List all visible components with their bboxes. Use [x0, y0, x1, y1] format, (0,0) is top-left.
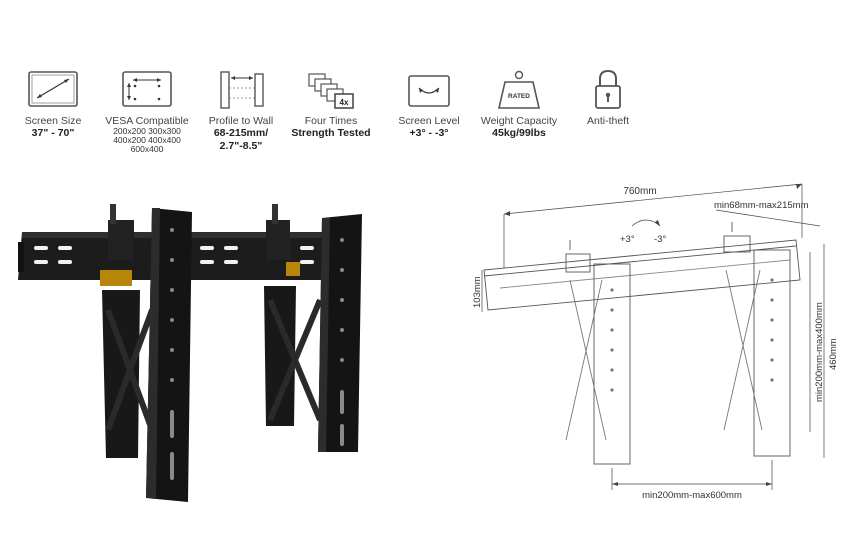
drawing-left-arm: [593, 263, 631, 465]
width-dimension: 760mm: [623, 186, 656, 197]
feature-value: 200x200 300x300: [113, 126, 181, 136]
depth-dimension: min68mm-max215mm: [714, 200, 809, 211]
feature-value: 68-215mm/: [213, 127, 269, 139]
weight-badge: RATED: [508, 93, 530, 100]
vertical-range-dimension: min200mm-max400mm: [814, 302, 825, 402]
profile-depth-icon: [220, 71, 264, 109]
tilt-plus-label: +3°: [620, 234, 635, 245]
feature-level: Screen Level +3° - -3°: [384, 68, 474, 140]
weight-icon: RATED: [497, 70, 541, 109]
feature-label: Weight Capacity: [480, 115, 558, 127]
feature-weight: RATED Weight Capacity 45kg/99lbs: [474, 68, 564, 140]
drawing-right-arm: [753, 249, 791, 457]
feature-antitheft: Anti-theft: [563, 68, 653, 127]
left-arm: [100, 204, 192, 502]
vesa-pattern-icon: [122, 71, 172, 107]
feature-value: +3° - -3°: [409, 127, 449, 139]
feature-strength: 4x Four Times Strength Tested: [286, 68, 376, 140]
padlock-icon: [595, 69, 621, 109]
feature-value: Strength Tested: [291, 127, 371, 139]
feature-label: Screen Level: [398, 115, 460, 127]
feature-screen-size: Screen Size 37" - 70": [8, 68, 98, 140]
stacked-screens-icon: 4x: [308, 73, 354, 109]
product-photo: [18, 204, 362, 502]
tilt-minus-label: -3°: [654, 234, 666, 245]
arm-height-dimension: 460mm: [828, 338, 839, 370]
feature-value: 400x200 400x400: [113, 135, 181, 145]
dimension-drawing: 760mm min68mm-max215mm +3° -3° 103mm 460…: [472, 183, 839, 501]
feature-value: 2.7"-8.5": [219, 140, 263, 152]
feature-label: Screen Size: [24, 115, 82, 127]
right-arm: [264, 204, 362, 452]
drawing-rail: [483, 239, 801, 311]
feature-label: Profile to Wall: [208, 115, 274, 127]
feature-profile: Profile to Wall 68-215mm/ 2.7"-8.5": [196, 68, 286, 153]
feature-label: VESA Compatible: [105, 115, 189, 127]
level-adjust-icon: [408, 75, 450, 107]
horizontal-range-dimension: min200mm-max600mm: [642, 490, 742, 501]
feature-label: Four Times: [304, 115, 358, 127]
feature-value: 600x400: [130, 144, 164, 154]
rail-height-dimension: 103mm: [472, 276, 483, 308]
strength-badge: 4x: [340, 98, 349, 107]
feature-value: 45kg/99lbs: [492, 127, 546, 139]
feature-value: 37" - 70": [31, 127, 75, 139]
feature-label: Anti-theft: [586, 115, 630, 127]
feature-vesa: VESA Compatible 200x200 300x300 400x200 …: [102, 68, 192, 154]
diagonal-screen-icon: [28, 71, 78, 107]
